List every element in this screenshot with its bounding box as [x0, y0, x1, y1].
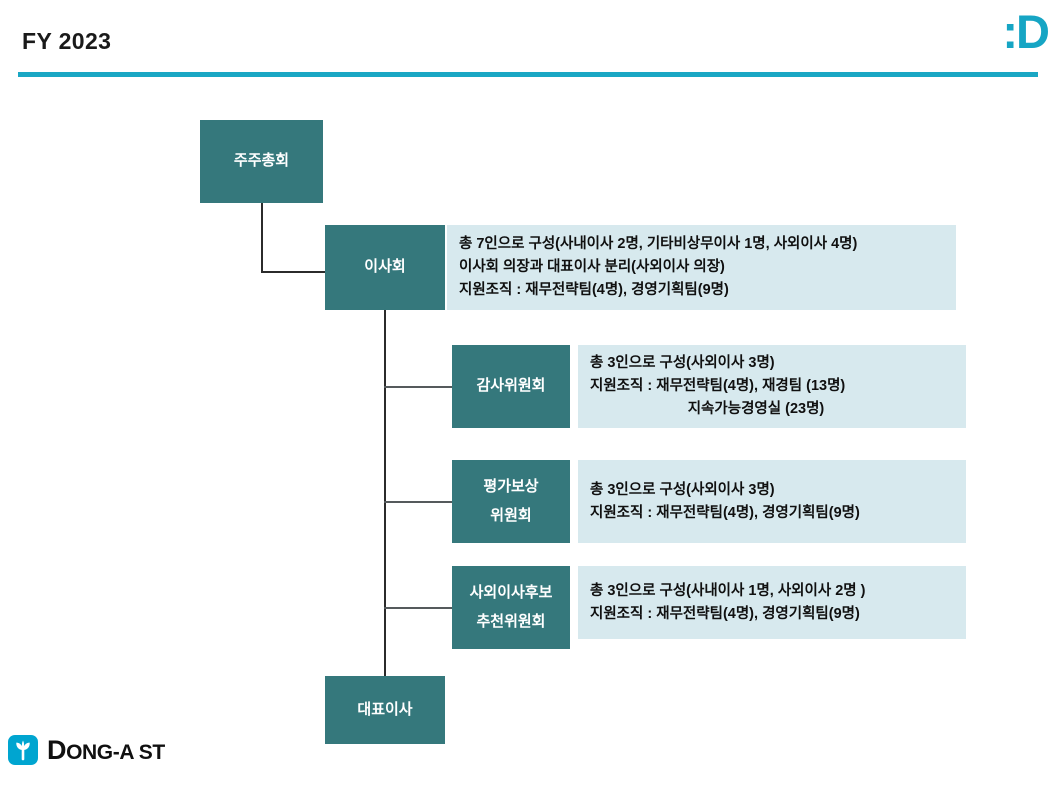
smiley-d-logo-icon: :D — [1002, 5, 1050, 58]
node-label: 대표이사 — [357, 700, 413, 718]
header-divider — [18, 72, 1038, 77]
company-wordmark: DONG-A ST — [47, 734, 165, 765]
node-label: 이사회 — [364, 258, 406, 276]
node-label: 주주총회 — [233, 152, 290, 170]
wordmark-rest: ONG-A ST — [66, 740, 165, 764]
node-shareholders-meeting[interactable]: 주주총회 — [200, 120, 323, 203]
desc-line: 총 3인으로 구성(사내이사 1명, 사외이사 2명 ) — [590, 582, 866, 599]
desc-compensation-committee: 총 3인으로 구성(사외이사 3명) 지원조직 : 재무전략팀(4명), 경영기… — [578, 460, 966, 543]
desc-line: 지원조직 : 재무전략팀(4명), 경영기획팀(9명) — [590, 605, 860, 622]
desc-line: 지원조직 : 재무전략팀(4명), 재경팀 (13명) — [590, 378, 846, 395]
connector-board-to-compensation — [384, 501, 452, 503]
node-board-of-directors[interactable]: 이사회 — [325, 225, 445, 310]
connector-shareholders-down — [261, 203, 263, 273]
connector-board-to-nomination — [384, 607, 452, 609]
node-label: 사외이사후보 — [469, 584, 553, 601]
wordmark-initial: D — [47, 734, 67, 765]
node-ceo[interactable]: 대표이사 — [325, 676, 445, 744]
node-label: 감사위원회 — [476, 377, 546, 395]
desc-line: 지원조직 : 재무전략팀(4명), 경영기획팀(9명) — [590, 504, 860, 521]
page-title: FY 2023 — [22, 28, 112, 54]
desc-board-of-directors: 총 7인으로 구성(사내이사 2명, 기타비상무이사 1명, 사외이사 4명) … — [447, 225, 956, 310]
connector-board-to-audit — [384, 386, 452, 388]
desc-line: 총 3인으로 구성(사외이사 3명) — [590, 355, 775, 372]
company-logo: DONG-A ST — [8, 735, 165, 765]
desc-line: 총 3인으로 구성(사외이사 3명) — [590, 481, 775, 498]
desc-audit-committee: 총 3인으로 구성(사외이사 3명) 지원조직 : 재무전략팀(4명), 재경팀… — [578, 345, 966, 428]
node-label-second-line: 추천위원회 — [476, 612, 546, 630]
node-outside-director-nomination-committee[interactable]: 사외이사후보 추천위원회 — [452, 566, 570, 649]
connector-shareholders-to-board — [261, 271, 327, 273]
connector-board-spine — [384, 310, 386, 676]
desc-line: 지속가능경영실 (23명) — [687, 400, 825, 417]
desc-outside-director-nomination-committee: 총 3인으로 구성(사내이사 1명, 사외이사 2명 ) 지원조직 : 재무전략… — [578, 566, 966, 639]
tulip-logo-icon — [8, 735, 38, 765]
node-compensation-committee[interactable]: 평가보상 위원회 — [452, 460, 570, 543]
desc-line: 이사회 의장과 대표이사 분리(사외이사 의장) — [459, 259, 725, 276]
node-audit-committee[interactable]: 감사위원회 — [452, 345, 570, 428]
node-label-second-line: 위원회 — [490, 506, 532, 524]
node-label: 평가보상 — [483, 478, 539, 495]
desc-line: 지원조직 : 재무전략팀(4명), 경영기획팀(9명) — [459, 281, 729, 298]
desc-line: 총 7인으로 구성(사내이사 2명, 기타비상무이사 1명, 사외이사 4명) — [459, 236, 858, 253]
